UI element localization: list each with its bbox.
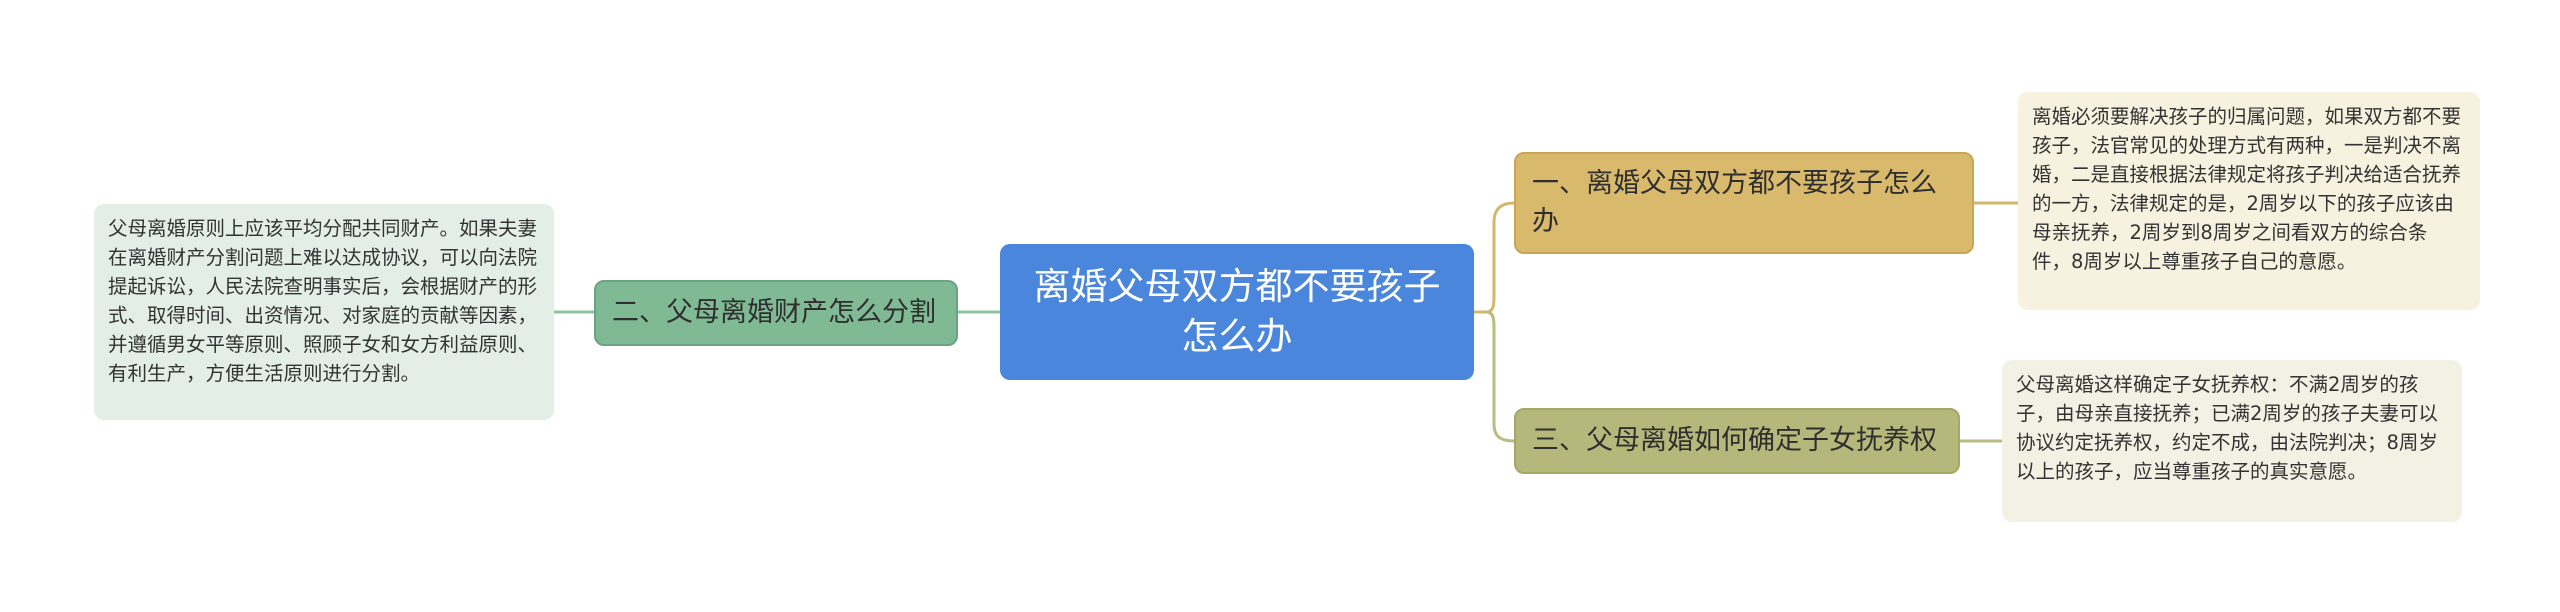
branch-3-detail[interactable]: 父母离婚这样确定子女抚养权：不满2周岁的孩子，由母亲直接抚养；已满2周岁的孩子夫… <box>2002 360 2462 522</box>
branch-1-topic[interactable]: 一、离婚父母双方都不要孩子怎么办 <box>1514 152 1974 254</box>
branch-2-topic[interactable]: 二、父母离婚财产怎么分割 <box>594 280 958 346</box>
link-central-to-branch-3 <box>1485 310 1515 443</box>
central-topic[interactable]: 离婚父母双方都不要孩子怎么办 <box>1000 244 1474 380</box>
branch-2-detail[interactable]: 父母离婚原则上应该平均分配共同财产。如果夫妻在离婚财产分割问题上难以达成协议，可… <box>94 204 554 420</box>
branch-1-detail[interactable]: 离婚必须要解决孩子的归属问题，如果双方都不要孩子，法官常见的处理方式有两种，一是… <box>2018 92 2480 310</box>
branch-3-topic[interactable]: 三、父母离婚如何确定子女抚养权 <box>1514 408 1960 474</box>
branch-3-detail-text: 父母离婚这样确定子女抚养权：不满2周岁的孩子，由母亲直接抚养；已满2周岁的孩子夫… <box>2016 373 2438 483</box>
branch-2-label: 二、父母离婚财产怎么分割 <box>612 297 936 328</box>
branch-1-label: 一、离婚父母双方都不要孩子怎么办 <box>1532 168 1937 237</box>
central-topic-label: 离婚父母双方都不要孩子怎么办 <box>1033 265 1441 358</box>
branch-1-detail-text: 离婚必须要解决孩子的归属问题，如果双方都不要孩子，法官常见的处理方式有两种，一是… <box>2032 105 2462 273</box>
link-central-to-branch-1 <box>1474 201 1515 314</box>
branch-2-detail-text: 父母离婚原则上应该平均分配共同财产。如果夫妻在离婚财产分割问题上难以达成协议，可… <box>108 217 538 385</box>
branch-3-label: 三、父母离婚如何确定子女抚养权 <box>1532 425 1937 456</box>
